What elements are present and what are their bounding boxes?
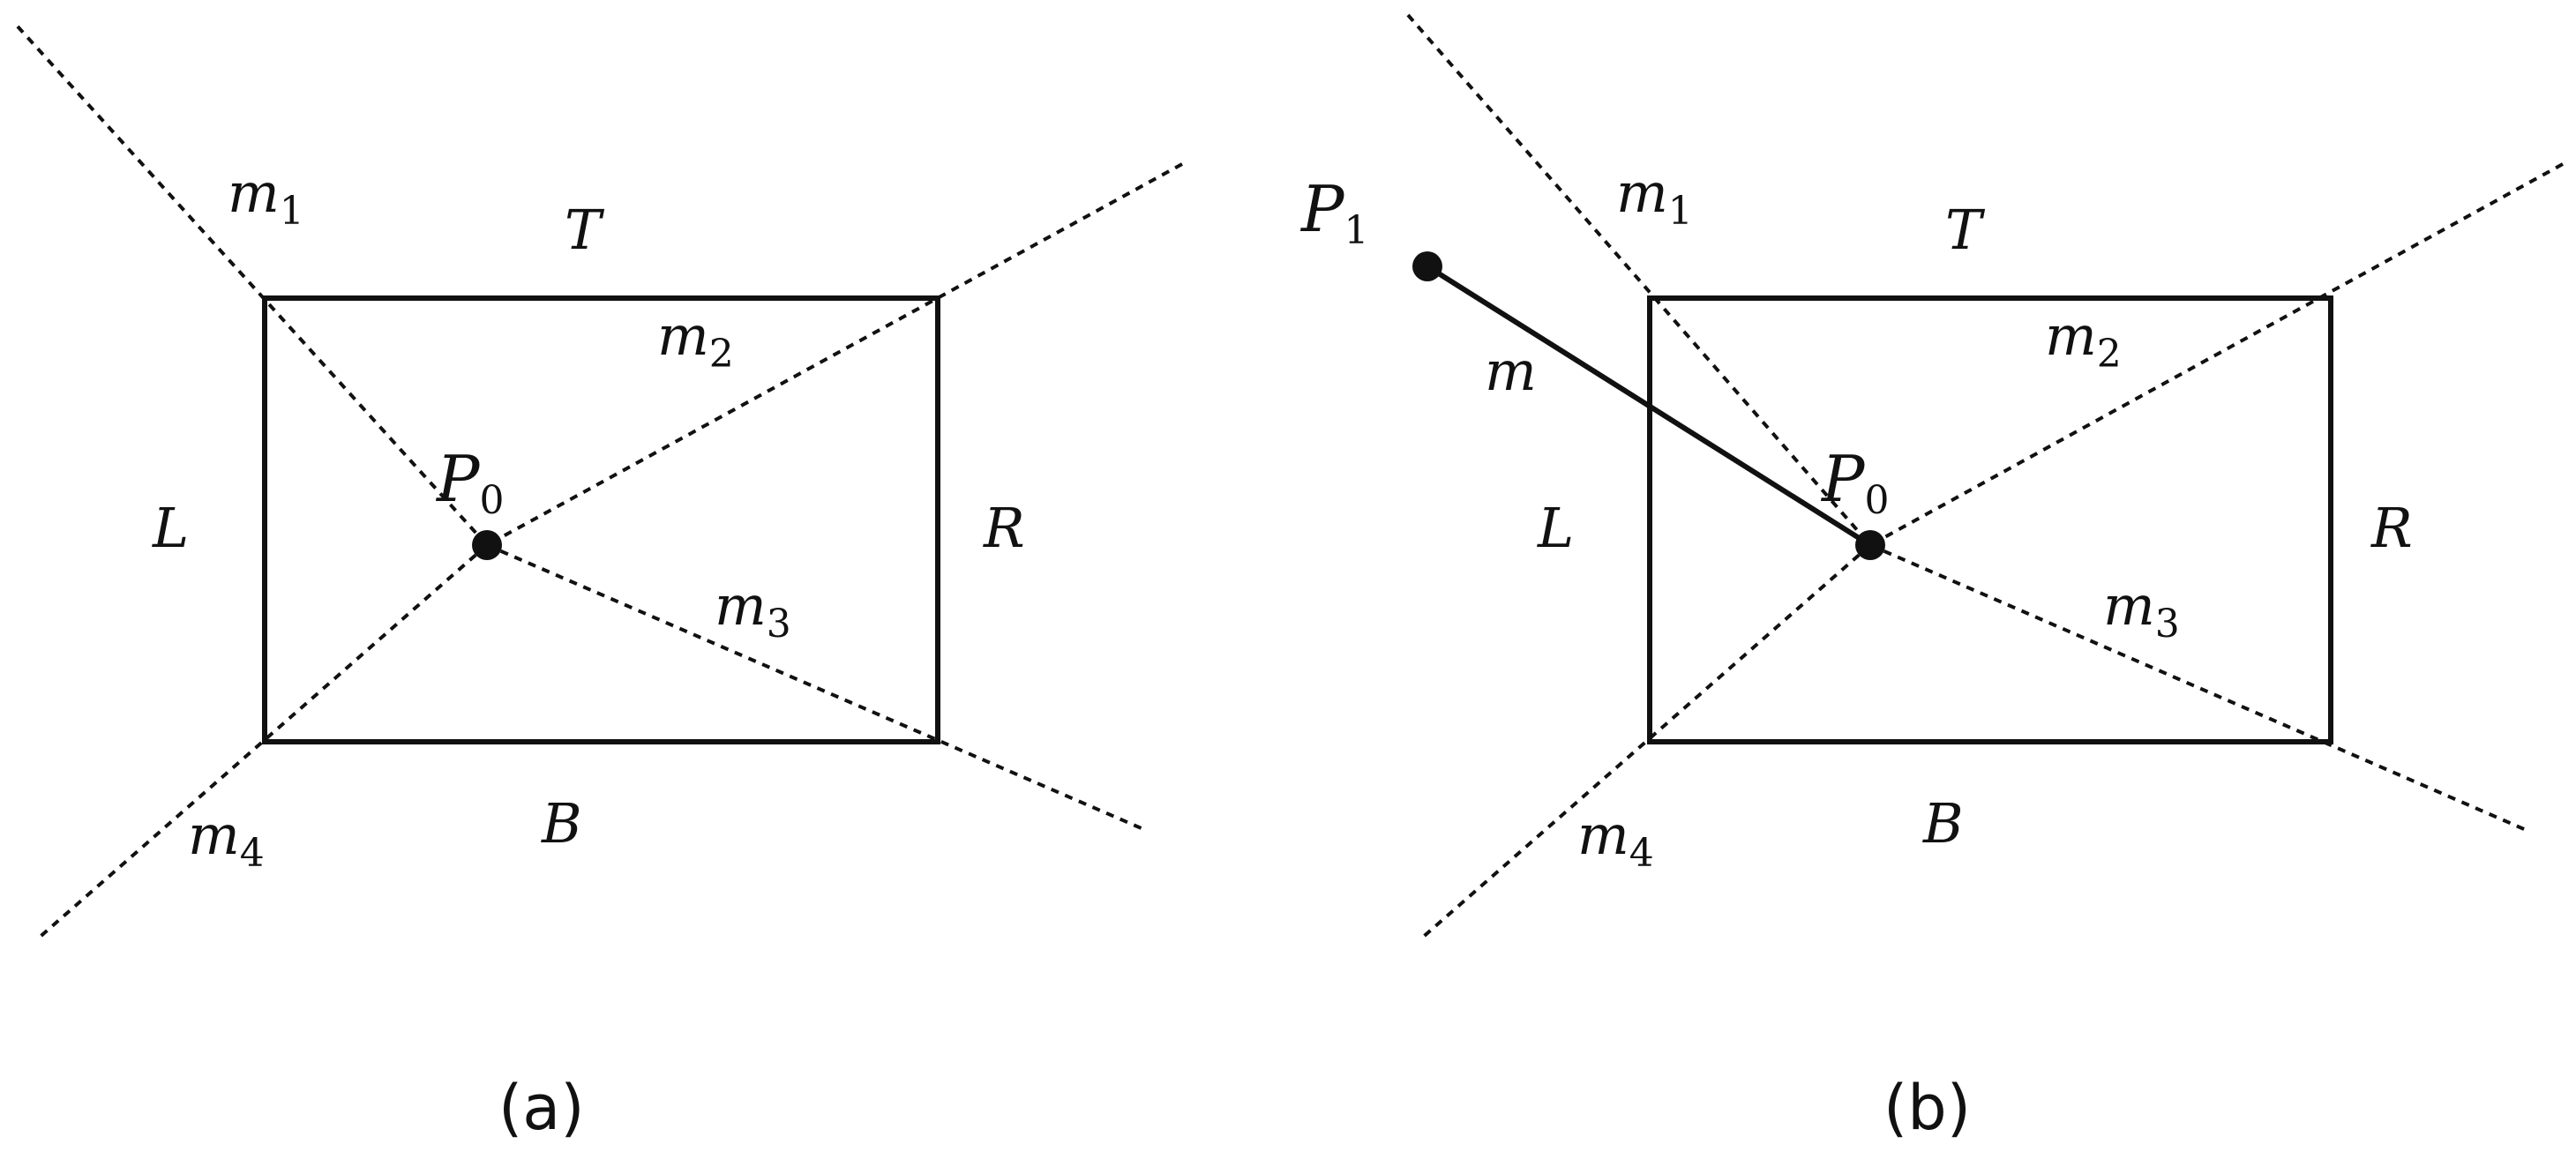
panel-b-label-m2: m2 <box>2045 303 2122 377</box>
panel-b-label-m3: m3 <box>2103 573 2180 647</box>
panel-a-label-m4: m4 <box>188 803 265 876</box>
panel-b-line-m4 <box>1419 543 1872 941</box>
panel-b-line-m3 <box>1869 543 2531 834</box>
panel-a: P0 m1 m2 m3 m4 T B L R (a) <box>16 25 1183 1144</box>
panel-a-line-m4 <box>35 543 489 941</box>
panel-b-label-m: m <box>1485 339 1537 403</box>
panel-b-label-left: L <box>1537 496 1574 560</box>
panel-b-caption: (b) <box>1883 1072 1971 1144</box>
panel-a-label-top: T <box>565 198 605 262</box>
panel-a-label-m1: m1 <box>228 161 304 234</box>
panel-b-label-m1: m1 <box>1616 161 1693 234</box>
panel-a-label-m2: m2 <box>657 303 734 377</box>
panel-a-label-m3: m3 <box>715 573 791 647</box>
panel-a-point-p0 <box>472 530 502 560</box>
panel-b-label-bottom: B <box>1922 791 1964 856</box>
panel-b-label-m4: m4 <box>1577 803 1654 876</box>
panel-b-label-p1: P1 <box>1299 172 1368 253</box>
panel-a-rectangle <box>262 295 940 744</box>
panel-b-line-m2 <box>1869 162 2564 547</box>
panel-b-label-right: R <box>2370 496 2413 560</box>
panel-a-label-p0: P0 <box>435 442 504 523</box>
panel-a-label-left: L <box>152 496 189 560</box>
panel-b-label-top: T <box>1945 198 1986 262</box>
panel-a-line-m1 <box>16 25 489 547</box>
panel-b-label-p0: P0 <box>1820 442 1889 523</box>
panel-b-rectangle <box>1647 295 2333 744</box>
panel-a-line-m3 <box>486 543 1144 831</box>
panel-a-caption: (a) <box>498 1072 585 1144</box>
panel-a-label-bottom: B <box>541 791 582 856</box>
panel-b: P1 P0 m m1 m2 m3 m4 T B L R (b) <box>1299 13 2564 1144</box>
panel-b-point-p1 <box>1412 251 1442 281</box>
panel-a-label-right: R <box>983 496 1025 560</box>
panel-b-segment-m <box>1426 264 1872 548</box>
panel-a-line-m2 <box>486 162 1183 547</box>
panel-b-point-p0 <box>1855 530 1885 560</box>
panel-b-line-m1 <box>1406 13 1872 547</box>
